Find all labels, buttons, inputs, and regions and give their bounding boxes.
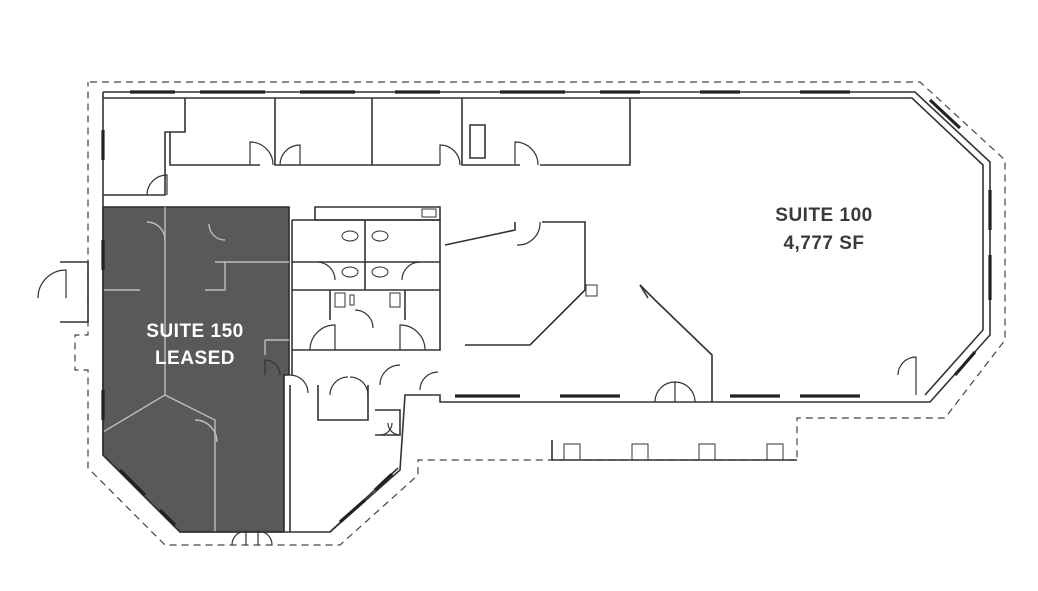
exterior-walls xyxy=(101,90,992,533)
suite-150-name: SUITE 150 xyxy=(146,321,243,342)
suite-150-status: LEASED xyxy=(155,348,235,369)
property-boundary xyxy=(74,81,1006,546)
suite-100-area-text: 4,777 SF xyxy=(783,233,864,254)
north-offices xyxy=(103,98,631,196)
canopy-columns xyxy=(551,440,797,461)
suite-150-label: SUITE 150 LEASED xyxy=(146,321,243,369)
suite-150-area[interactable] xyxy=(102,206,290,533)
suite-100-name: SUITE 100 xyxy=(775,205,872,226)
entries xyxy=(37,261,273,546)
suite-100-label: SUITE 100 4,777 SF xyxy=(775,205,872,254)
suite-100-walls xyxy=(264,221,917,403)
lobby-vestibule xyxy=(289,364,439,436)
restroom-core xyxy=(291,206,441,375)
